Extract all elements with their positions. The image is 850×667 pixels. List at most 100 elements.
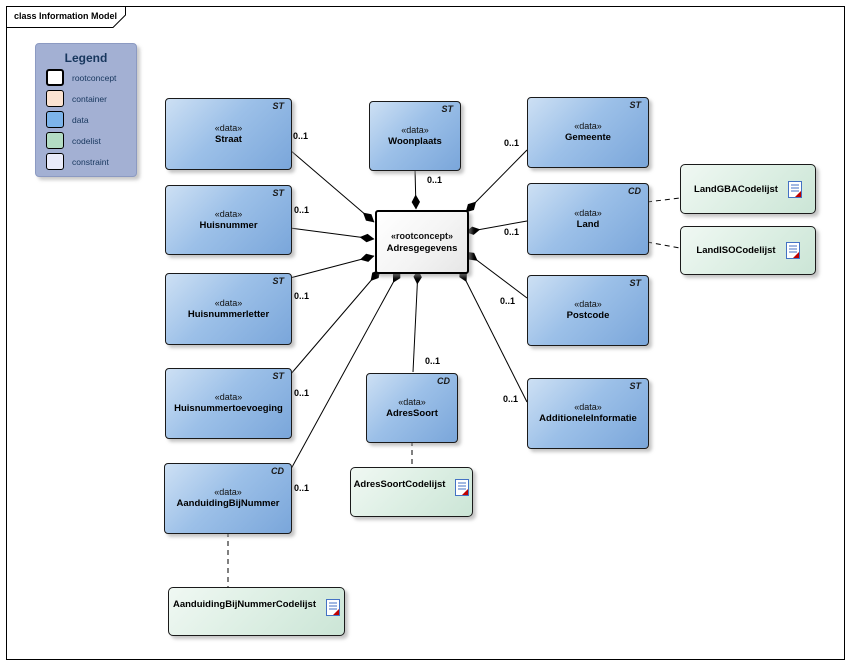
legend-item-container: container [46,90,136,107]
node-stereotype: «data» [398,396,426,407]
node-stereotype: «rootconcept» [390,230,453,241]
node-name: Adresgegevens [386,242,458,254]
node-stereotype: «data» [574,402,602,413]
node-huisnummer[interactable]: ST «data» Huisnummer [165,185,292,255]
composition-link-woonplaats[interactable] [411,168,421,210]
type-marker: ST [272,276,284,286]
type-marker: ST [629,381,641,391]
composition-link-huisnummer[interactable] [289,227,375,243]
composition-link-adressoort[interactable] [412,269,422,373]
composition-link-huisnummertoevoeging[interactable] [289,269,381,376]
node-woonplaats[interactable]: ST «data» Woonplaats [369,101,461,171]
node-huisnummerletter[interactable]: ST «data» Huisnummerletter [165,273,292,345]
type-marker: CD [628,186,641,196]
node-stereotype: «data» [214,122,243,133]
codelist-name: AdresSoortCodelijst [353,479,446,490]
multiplicity-label-aanduidingbijnummer: 0..1 [294,483,310,493]
node-landisocodelijst[interactable]: LandISOCodelijst [680,226,816,275]
type-marker: CD [437,376,450,386]
diagram-frame [6,6,845,660]
multiplicity-label-land: 0..1 [504,227,520,237]
composition-link-gemeente[interactable] [465,149,528,213]
dependency-link-land-iso[interactable] [646,241,681,249]
legend-item-label: codelist [72,135,101,146]
node-name: Huisnummerletter [187,308,270,320]
type-marker: CD [271,466,284,476]
multiplicity-label-additioneleinformatie: 0..1 [503,394,519,404]
dependency-link-land-gba[interactable] [646,197,681,203]
frame-tab [6,6,126,28]
multiplicity-label-huisnummerletter: 0..1 [294,291,310,301]
node-name: Huisnummertoevoeging [174,403,283,415]
constraint-swatch-icon [46,153,64,170]
node-landgbacodelijst[interactable]: LandGBACodelijst [680,164,816,214]
node-name: AanduidingBijNummer [176,498,280,510]
document-icon [787,180,802,198]
multiplicity-label-straat: 0..1 [293,131,309,141]
legend-item-constraint: constraint [46,153,136,170]
legend-item-codelist: codelist [46,132,136,149]
document-icon [455,479,470,496]
container-swatch-icon [46,90,64,107]
node-name: Gemeente [565,132,611,144]
composition-link-huisnummerletter[interactable] [289,253,375,279]
legend-item-label: constraint [72,156,109,167]
node-aanduidingbijnummer[interactable]: CD «data» AanduidingBijNummer [164,463,292,534]
legend-title: Legend [64,51,108,65]
type-marker: ST [272,188,284,198]
rootconcept-swatch-icon [46,69,64,86]
frame-title: class Information Model [14,11,118,21]
node-stereotype: «data» [401,124,429,135]
composition-link-postcode[interactable] [465,251,528,299]
node-name: Huisnummer [199,219,258,231]
node-stereotype: «data» [574,207,602,218]
composition-link-straat[interactable] [289,149,375,223]
node-name: Straat [215,133,242,145]
multiplicity-label-woonplaats: 0..1 [427,175,443,185]
node-adressoortcodelijst[interactable]: AdresSoortCodelijst [350,467,473,517]
node-land[interactable]: CD «data» Land [527,183,649,255]
node-name: Postcode [566,310,610,322]
node-postcode[interactable]: ST «data» Postcode [527,275,649,346]
multiplicity-label-adressoort: 0..1 [425,356,441,366]
node-name: Woonplaats [388,135,442,147]
node-stereotype: «data» [574,121,602,132]
node-huisnummertoevoeging[interactable]: ST «data» Huisnummertoevoeging [165,368,292,439]
legend-item-label: container [72,93,107,104]
legend-item-rootconcept: rootconcept [46,69,136,86]
legend: Legend rootconcept container data codeli… [35,43,137,177]
codelist-swatch-icon [46,132,64,149]
data-swatch-icon [46,111,64,128]
codelist-name: LandISOCodelijst [696,245,776,256]
type-marker: ST [629,100,641,110]
node-gemeente[interactable]: ST «data» Gemeente [527,97,649,168]
legend-item-label: rootconcept [72,72,117,83]
multiplicity-label-huisnummer: 0..1 [294,205,310,215]
legend-item-label: data [72,114,89,125]
type-marker: ST [441,104,453,114]
node-adresgegevens[interactable]: «rootconcept» Adresgegevens [375,210,469,274]
multiplicity-label-huisnummertoevoeging: 0..1 [294,388,310,398]
multiplicity-label-gemeente: 0..1 [504,138,520,148]
node-stereotype: «data» [574,299,602,310]
node-straat[interactable]: ST «data» Straat [165,98,292,170]
node-stereotype: «data» [214,208,243,219]
composition-link-aanduidingbijnummer[interactable] [290,269,401,470]
node-stereotype: «data» [214,392,243,403]
composition-link-additioneleinformatie[interactable] [459,268,528,403]
codelist-name: AanduidingBijNummerCodelijst [172,599,317,610]
node-additioneleinformatie[interactable]: ST «data» AdditioneleInformatie [527,378,649,449]
node-name: AdresSoort [386,407,438,419]
multiplicity-label-postcode: 0..1 [500,296,516,306]
composition-link-land[interactable] [465,220,528,235]
legend-item-data: data [46,111,136,128]
node-stereotype: «data» [214,297,243,308]
node-aanduidingbijnummercodelijst[interactable]: AanduidingBijNummerCodelijst [168,587,345,636]
document-icon [326,599,341,616]
codelist-name: LandGBACodelijst [694,183,778,195]
node-name: AdditioneleInformatie [539,413,637,425]
type-marker: ST [272,371,284,381]
node-adressoort[interactable]: CD «data» AdresSoort [366,373,458,443]
